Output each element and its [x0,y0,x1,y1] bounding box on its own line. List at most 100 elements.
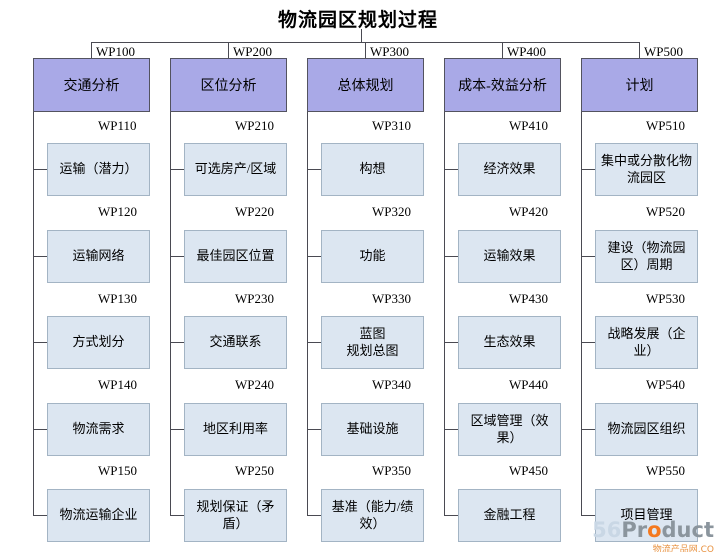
branch-line [307,342,321,343]
branch-line [307,515,321,516]
node-wp120: 运输网络 [47,230,150,283]
wbs-column-wp100: WP100 交通分析 WP110 运输（潜力） WP120 运输网络 WP130… [33,0,150,552]
wp-code-label: WP520 [646,204,685,219]
wbs-column-wp200: WP200 区位分析 WP210 可选房产/区域 WP220 最佳园区位置 WP… [170,0,287,552]
watermark-subline: 物流产品网.CO [652,545,714,552]
wp-code-label: WP540 [646,377,685,392]
node-wp320: 功能 [321,230,424,283]
title-connector-line [361,29,362,42]
column-spine-line [170,112,171,516]
watermark: 56Product 物流产品网.CO [592,518,714,552]
wp-code-label: WP500 [644,44,683,59]
node-wp240: 地区利用率 [184,403,287,456]
wbs-column-wp400: WP400 成本-效益分析 WP410 经济效果 WP420 运输效果 WP43… [444,0,561,552]
wp-code-label: WP410 [509,118,548,133]
column-drop-line [228,42,229,59]
column-spine-line [307,112,308,516]
branch-line [33,515,47,516]
node-wp230: 交通联系 [184,316,287,369]
wp-code-label: WP240 [235,377,274,392]
wp-code-label: WP210 [235,118,274,133]
branch-line [170,169,184,170]
node-wp310: 构想 [321,143,424,196]
column-spine-line [33,112,34,516]
node-wp210: 可选房产/区域 [184,143,287,196]
column-spine-line [444,112,445,516]
node-wp500: 计划 [581,58,698,112]
wp-code-label: WP230 [235,291,274,306]
branch-line [444,515,458,516]
node-wp350: 基准（能力/绩效） [321,489,424,542]
branch-line [307,256,321,257]
node-wp530: 战略发展（企业） [595,316,698,369]
node-wp440: 区域管理（效果） [458,403,561,456]
wp-code-label: WP300 [370,44,409,59]
node-wp300: 总体规划 [307,58,424,112]
branch-line [581,169,595,170]
wp-code-label: WP430 [509,291,548,306]
branch-line [307,169,321,170]
node-wp340: 基础设施 [321,403,424,456]
wp-code-label: WP310 [372,118,411,133]
branch-line [33,256,47,257]
node-wp330: 蓝图 规划总图 [321,316,424,369]
node-wp250: 规划保证（矛盾） [184,489,287,542]
node-wp100: 交通分析 [33,58,150,112]
node-wp430: 生态效果 [458,316,561,369]
branch-line [581,342,595,343]
node-wp140: 物流需求 [47,403,150,456]
branch-line [170,342,184,343]
column-drop-line [91,42,92,59]
wp-code-label: WP340 [372,377,411,392]
watermark-logo-text: 56Product [592,518,714,542]
column-drop-line [502,42,503,59]
branch-line [33,342,47,343]
node-wp200: 区位分析 [170,58,287,112]
branch-line [581,429,595,430]
wp-code-label: WP550 [646,463,685,478]
wp-code-label: WP130 [98,291,137,306]
wp-code-label: WP120 [98,204,137,219]
wp-code-label: WP420 [509,204,548,219]
wp-code-label: WP100 [96,44,135,59]
branch-line [581,256,595,257]
column-spine-line [581,112,582,516]
node-wp420: 运输效果 [458,230,561,283]
node-wp410: 经济效果 [458,143,561,196]
branch-line [307,429,321,430]
node-wp400: 成本-效益分析 [444,58,561,112]
wbs-column-wp500: WP500 计划 WP510 集中或分散化物流园区 WP520 建设（物流园区）… [581,0,698,552]
node-wp510: 集中或分散化物流园区 [595,143,698,196]
node-wp130: 方式划分 [47,316,150,369]
wp-code-label: WP350 [372,463,411,478]
node-wp520: 建设（物流园区）周期 [595,230,698,283]
branch-line [581,515,595,516]
column-drop-line [365,42,366,59]
wp-code-label: WP450 [509,463,548,478]
wp-code-label: WP530 [646,291,685,306]
wp-code-label: WP220 [235,204,274,219]
wp-code-label: WP110 [98,118,137,133]
branch-line [444,429,458,430]
wp-code-label: WP330 [372,291,411,306]
wp-code-label: WP400 [507,44,546,59]
node-wp150: 物流运输企业 [47,489,150,542]
node-wp540: 物流园区组织 [595,403,698,456]
node-wp550: 项目管理 [595,489,698,542]
wbs-column-wp300: WP300 总体规划 WP310 构想 WP320 功能 WP330 蓝图 规划… [307,0,424,552]
wp-code-label: WP150 [98,463,137,478]
branch-line [444,256,458,257]
branch-line [444,342,458,343]
branch-line [170,256,184,257]
branch-line [170,515,184,516]
column-drop-line [639,42,640,59]
wp-code-label: WP510 [646,118,685,133]
page-title: 物流园区规划过程 [277,9,438,31]
wp-code-label: WP250 [235,463,274,478]
wp-code-label: WP320 [372,204,411,219]
wp-code-label: WP440 [509,377,548,392]
branch-line [170,429,184,430]
wp-code-label: WP200 [233,44,272,59]
wp-code-label: WP140 [98,377,137,392]
